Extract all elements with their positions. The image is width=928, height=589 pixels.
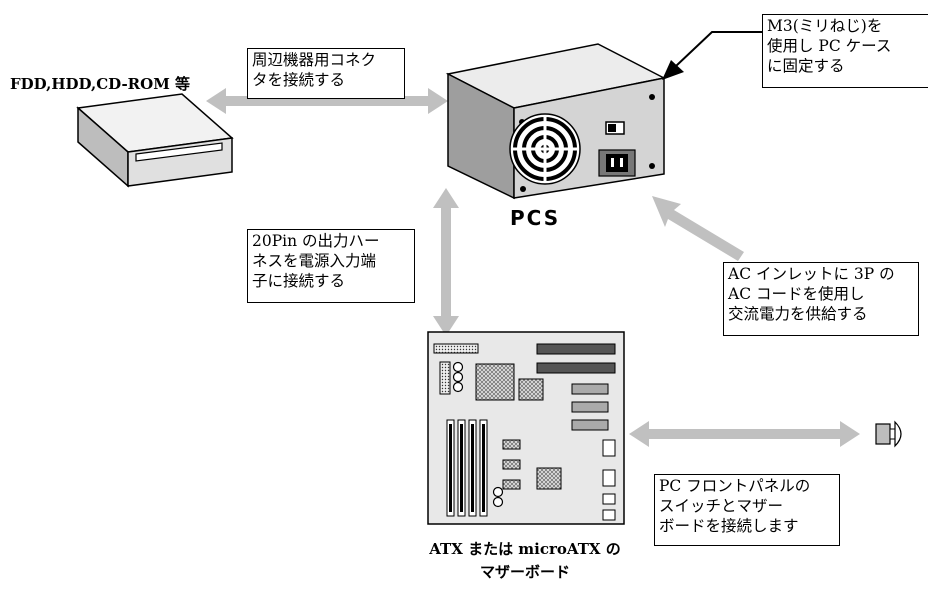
harness-note-box: 20Pin の出力ハー ネスを電源入力端 子に接続する [247,229,415,303]
motherboard-icon [427,331,625,525]
arrow-ac-inlet [652,196,744,261]
drive-label: FDD,HDD,CD-ROM 等 [10,75,191,93]
cpu-socket-icon [475,363,515,401]
peripheral-connector-box: 周辺機器用コネク タを接続する [247,48,405,99]
ac-inlet-note-box: AC インレットに 3P の AC コードを使用し 交流電力を供給する [723,262,919,336]
front-panel-switch-icon [875,420,902,448]
screw-pointer-arrow [662,31,762,80]
power-supply-icon [445,43,667,200]
motherboard-label-line2: マザーボード [479,563,570,581]
drive-icon [76,93,234,188]
ac-inlet-icon [598,149,636,177]
motherboard-label-line1: ATX または microATX の [429,540,621,558]
screw-note-box: M3(ミリねじ)を 使用し PC ケース に固定する [762,14,928,88]
psu-label: PCS [510,206,561,230]
arrow-psu-motherboard [433,188,459,336]
arrow-drive-psu [206,88,448,114]
fan-icon [509,113,581,185]
front-panel-note-box: PC フロントパネルの スイッチとマザー ボードを接続します [654,474,840,546]
arrow-front-panel [629,421,860,447]
memory-slots-icon [446,419,488,517]
